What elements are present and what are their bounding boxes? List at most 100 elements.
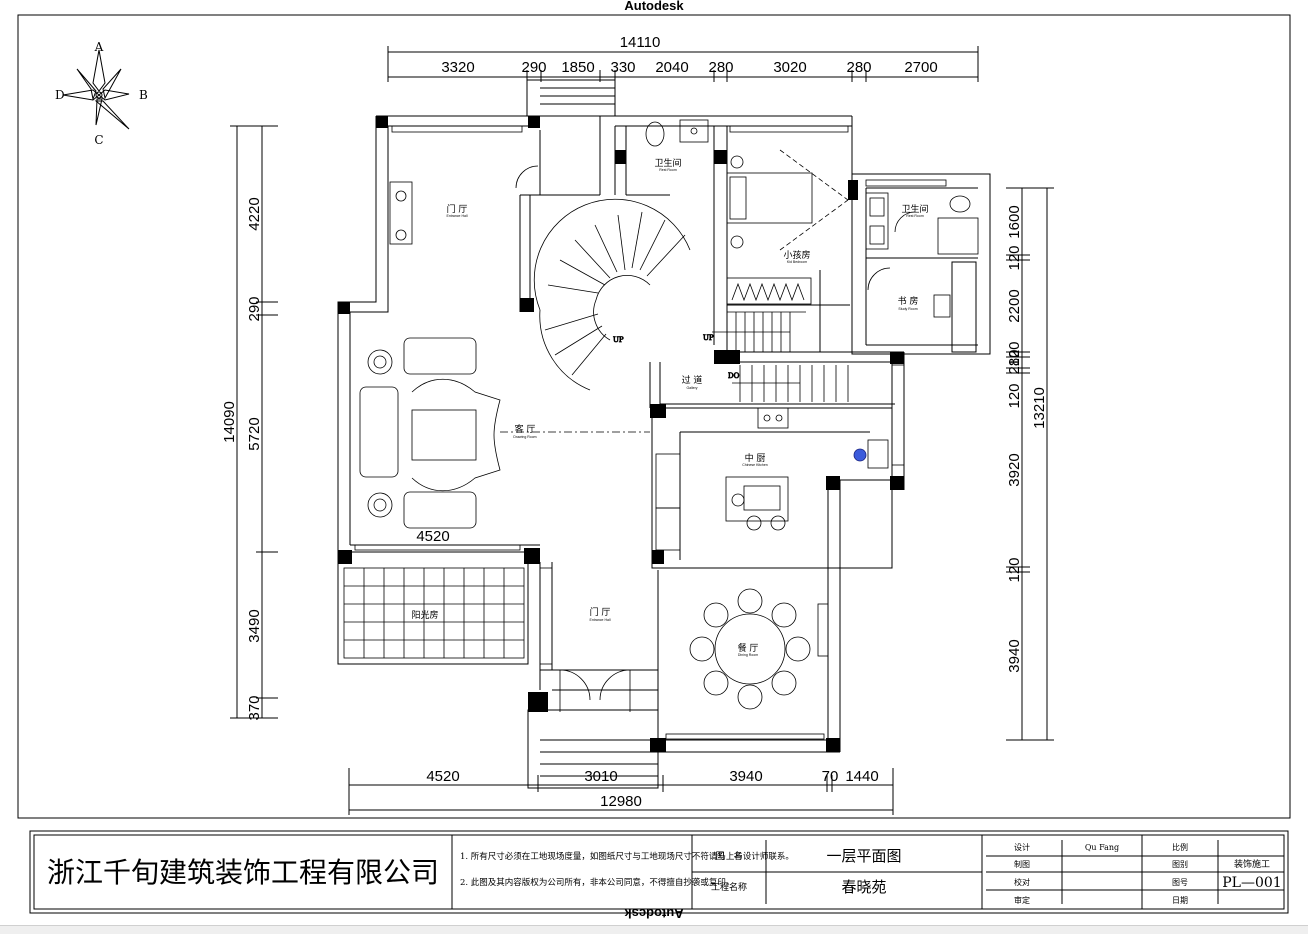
top-dim-7: 3020 bbox=[773, 59, 806, 76]
living-room-furniture bbox=[359, 337, 650, 529]
right-dim-1: 1600 bbox=[1006, 205, 1023, 238]
bottom-dimensions bbox=[348, 768, 894, 815]
room-kitchen: 中 厨 bbox=[745, 452, 766, 464]
bottom-dimension-labels: 4520 3010 3940 70 1440 12980 bbox=[426, 768, 878, 810]
spiral-staircase: UP bbox=[533, 198, 691, 391]
company-name: 浙江千旬建筑装饰工程有限公司 bbox=[47, 856, 439, 889]
right-total-dim: 13210 bbox=[1031, 387, 1048, 429]
status-bar bbox=[0, 925, 1308, 934]
drawing-name-label: 图 名 bbox=[715, 850, 742, 862]
right-dim-7: 3920 bbox=[1006, 453, 1023, 486]
windows bbox=[354, 125, 947, 740]
bottom-dim-5: 1440 bbox=[845, 768, 878, 785]
top-dimension-labels: 14110 3320 290 1850 330 2040 280 3020 28… bbox=[441, 34, 937, 76]
top-dim-6: 280 bbox=[708, 59, 733, 76]
room-bath2: 卫生间 bbox=[901, 203, 928, 215]
room-sunroom: 阳光房 bbox=[411, 609, 438, 621]
compass-icon: A B C D bbox=[55, 40, 148, 147]
sunroom-tiles bbox=[343, 567, 553, 665]
title-block bbox=[29, 830, 1289, 914]
room-study: 书 房 bbox=[898, 295, 919, 307]
approve-label: 审定 bbox=[1014, 895, 1030, 905]
left-dim-1: 4220 bbox=[246, 197, 263, 230]
top-dim-4: 330 bbox=[610, 59, 635, 76]
bottom-dim-4: 70 bbox=[822, 768, 839, 785]
room-kitchen-en: Chinese Kitchen bbox=[742, 463, 768, 467]
draw-label: 制图 bbox=[1014, 859, 1030, 869]
top-dim-8: 280 bbox=[846, 59, 871, 76]
right-dim-4: 120 bbox=[1006, 341, 1023, 366]
room-bath2-en: Rest Room bbox=[906, 214, 924, 218]
room-living: 客 厅 bbox=[515, 423, 536, 435]
compass-label-b: B bbox=[139, 88, 148, 102]
room-entrance-bottom: 门 厅 bbox=[590, 606, 611, 618]
compass-label-d: D bbox=[55, 88, 65, 102]
straight-stairs: UP DO bbox=[703, 311, 849, 402]
room-guest-bath-en: Rest Room bbox=[659, 168, 677, 172]
right-dimension-labels: 13210 1600 120 2200 120 280 120 3920 120… bbox=[1006, 205, 1048, 672]
room-dining: 餐 厅 bbox=[738, 642, 759, 654]
kitchen-fixtures bbox=[655, 407, 889, 551]
bottom-dim-1: 4520 bbox=[426, 768, 459, 785]
compass-label-c: C bbox=[94, 133, 103, 147]
date-label: 日期 bbox=[1172, 896, 1188, 905]
title-block-text: 浙江千旬建筑装饰工程有限公司 1. 所有尺寸必须在工地现场度量，如图纸尺寸与工地… bbox=[47, 842, 1282, 905]
right-dimensions bbox=[1006, 187, 1054, 741]
room-guest-bath: 卫生间 bbox=[654, 157, 681, 169]
left-dim-5: 370 bbox=[246, 695, 263, 720]
stair-up-label-2: UP bbox=[703, 334, 714, 342]
top-dimensions bbox=[387, 46, 979, 82]
designer-name: Qu Fang bbox=[1085, 843, 1119, 852]
right-dim-2: 120 bbox=[1006, 245, 1023, 270]
compass-label-a: A bbox=[94, 40, 104, 54]
left-dimension-labels: 14090 4220 290 5720 3490 370 bbox=[221, 197, 263, 720]
right-dim-3: 2200 bbox=[1006, 289, 1023, 322]
left-total-dim: 14090 bbox=[221, 401, 238, 443]
wall-columns bbox=[338, 116, 904, 752]
room-dining-en: Dining Room bbox=[738, 653, 758, 657]
drawing-number: PL—001 bbox=[1222, 875, 1281, 891]
drawing-name: 一层平面图 bbox=[826, 847, 901, 865]
scale-label: 比例 bbox=[1172, 842, 1188, 852]
project-name: 春晓苑 bbox=[841, 878, 886, 896]
right-dim-9: 3940 bbox=[1006, 639, 1023, 672]
room-kids: 小孩房 bbox=[783, 249, 810, 261]
room-living-en: Drawing Room bbox=[513, 435, 536, 439]
top-dim-2: 290 bbox=[521, 59, 546, 76]
room-study-en: Study Room bbox=[898, 307, 917, 311]
room-labels: 门 厅 Entrance Hall 卫生间 Rest Room 小孩房 Kid … bbox=[411, 157, 928, 657]
top-dim-5: 2040 bbox=[655, 59, 688, 76]
entrance-cabinet bbox=[389, 165, 539, 245]
note-2: 2. 此图及其内容版权为公司所有，非本公司同意，不得擅自抄袭或复印。 bbox=[460, 877, 734, 888]
design-label: 设计 bbox=[1014, 842, 1030, 852]
left-dimensions bbox=[230, 125, 278, 719]
bottom-entrance-doors bbox=[559, 669, 631, 712]
top-dim-3: 1850 bbox=[561, 59, 594, 76]
bottom-total-dim: 12980 bbox=[600, 793, 642, 810]
category-value: 装饰施工 bbox=[1234, 858, 1270, 870]
left-dim-2: 290 bbox=[246, 296, 263, 321]
category-label: 图别 bbox=[1172, 860, 1188, 869]
inner-dim: 4520 bbox=[416, 528, 449, 545]
sheet-border bbox=[17, 14, 1291, 819]
stair-down-label: DO bbox=[728, 372, 740, 380]
number-label: 图号 bbox=[1172, 878, 1188, 887]
room-corridor-en: Gallery bbox=[686, 386, 697, 390]
bottom-dim-3: 3940 bbox=[729, 768, 762, 785]
room-entrance-top-en: Entrance Hall bbox=[446, 214, 467, 218]
kid-bedroom-furniture bbox=[726, 149, 849, 305]
room-corridor: 过 道 bbox=[682, 374, 703, 386]
stair-up-label-1: UP bbox=[613, 336, 624, 344]
watermark-bottom: Autodesk bbox=[624, 906, 684, 921]
top-dim-1: 3320 bbox=[441, 59, 474, 76]
left-dim-3: 5720 bbox=[246, 417, 263, 450]
note-1: 1. 所有尺寸必须在工地现场度量，如图纸尺寸与工地现场尺寸不符请马上与设计师联系… bbox=[460, 851, 794, 862]
guest-bath-fixtures bbox=[645, 119, 709, 147]
top-dim-9: 2700 bbox=[904, 59, 937, 76]
watermark-top: Autodesk bbox=[624, 0, 684, 13]
right-dim-5: 280 bbox=[1006, 349, 1023, 374]
top-total-dim: 14110 bbox=[620, 34, 661, 51]
room-kids-en: Kid Bedroom bbox=[787, 260, 807, 264]
left-dim-4: 3490 bbox=[246, 609, 263, 642]
